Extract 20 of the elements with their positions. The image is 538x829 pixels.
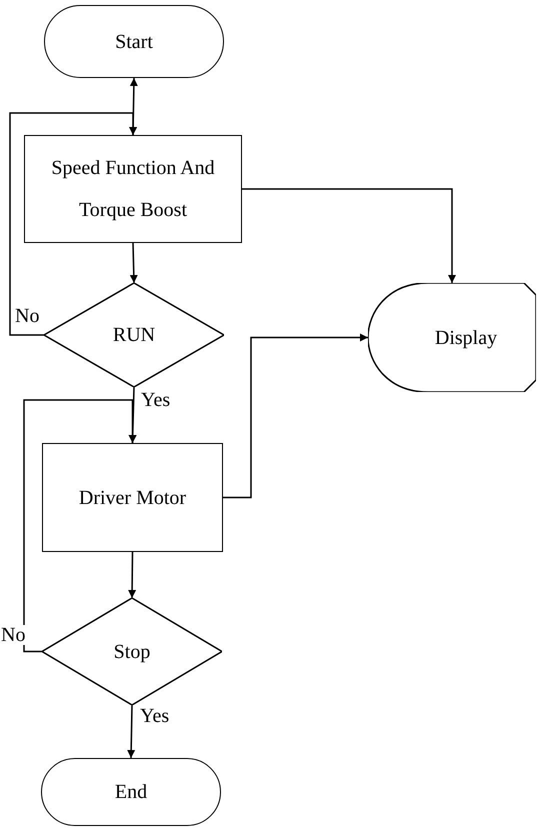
arrow xyxy=(9,112,137,336)
edge-label: No xyxy=(0,625,26,645)
decision-diamond xyxy=(44,283,224,387)
arrow xyxy=(242,188,456,283)
node-label: RUN xyxy=(112,323,156,348)
node-label: Display xyxy=(434,326,498,350)
process-box xyxy=(42,443,223,552)
node-label: Stop xyxy=(112,640,152,664)
node-label: End xyxy=(114,780,148,805)
node-label: Driver Motor xyxy=(78,486,188,510)
process-box xyxy=(24,135,242,243)
display-shape xyxy=(368,283,536,392)
decision-diamond xyxy=(42,598,222,705)
arrow xyxy=(23,399,136,652)
arrow xyxy=(127,704,136,758)
node-label: Start xyxy=(114,30,154,54)
arrow xyxy=(223,334,368,498)
arrow xyxy=(128,552,136,598)
arrow xyxy=(130,242,138,284)
node-label: Speed Function And Torque Boost xyxy=(50,156,216,223)
